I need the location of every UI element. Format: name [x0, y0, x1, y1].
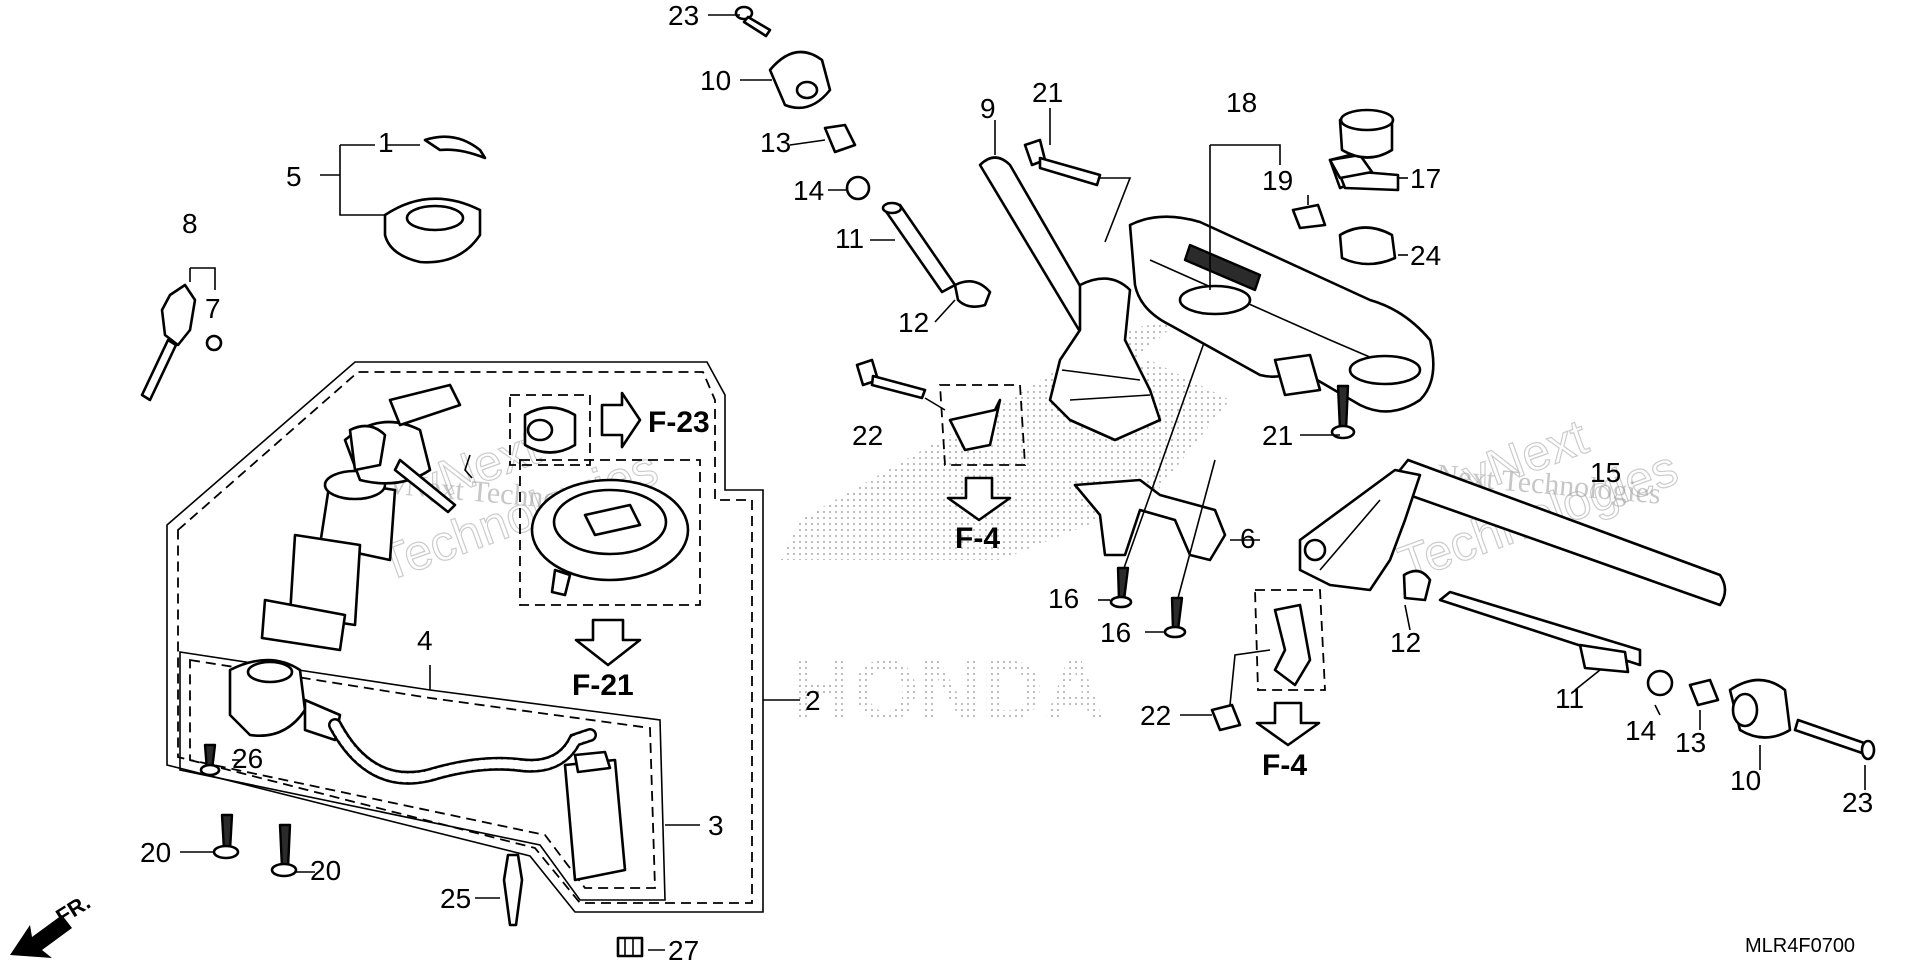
callout-7: 7 — [205, 293, 221, 324]
left-handlebar — [978, 156, 1162, 442]
steering-stem-parts — [734, 5, 992, 308]
key-set — [140, 267, 223, 402]
callout-8: 8 — [182, 208, 198, 239]
callout-18: 18 — [1226, 87, 1257, 118]
callout-20b: 20 — [310, 855, 341, 886]
ref-label-f4-left: F-4 — [955, 522, 1000, 555]
ref-group-f4-right: F-4 — [1210, 589, 1326, 782]
bolts-center — [855, 138, 1132, 400]
callout-17: 17 — [1410, 163, 1441, 194]
leader-lines — [180, 14, 1866, 951]
callout-labels: 1 2 3 4 5 6 7 8 9 10 10 11 11 12 12 13 1… — [140, 0, 1873, 960]
brand-wing-logo: HONDA — [780, 320, 1230, 739]
callout-5: 5 — [286, 161, 302, 192]
ref-label-f4-right: F-4 — [1262, 749, 1307, 782]
ignition-switch — [228, 383, 462, 742]
callout-12a: 12 — [898, 307, 929, 338]
right-stem-parts — [1402, 569, 1876, 761]
callout-16b: 16 — [1100, 617, 1131, 648]
callout-22a: 22 — [852, 420, 883, 451]
left-hardware — [199, 454, 644, 958]
callout-21b: 21 — [1262, 420, 1293, 451]
fuel-cap-group — [509, 394, 701, 606]
callout-11b: 11 — [1555, 683, 1584, 714]
mounting-brackets — [1073, 339, 1260, 639]
callout-3: 3 — [708, 810, 724, 841]
callout-1: 1 — [378, 127, 394, 158]
ref-label-f23: F-23 — [648, 406, 710, 439]
ref-group-f4-left: F-4 — [924, 384, 1026, 555]
callout-6: 6 — [1240, 523, 1256, 554]
callout-11a: 11 — [835, 223, 864, 254]
callout-25: 25 — [440, 883, 471, 914]
callout-14b: 14 — [1625, 715, 1656, 746]
callout-12b: 12 — [1390, 627, 1421, 658]
callout-10a: 10 — [700, 65, 731, 96]
callout-19: 19 — [1262, 165, 1293, 196]
top-bridge — [1128, 108, 1435, 440]
brand-logo-text: HONDA — [790, 643, 1105, 739]
ignition-assembly-outline — [166, 361, 800, 913]
key-cylinder-cover — [320, 135, 487, 264]
callout-13b: 13 — [1675, 727, 1706, 758]
front-direction-arrow: FR. — [10, 889, 95, 958]
callout-23a: 23 — [668, 0, 699, 31]
ref-arrow-f23: F-23 — [600, 391, 710, 449]
callout-26: 26 — [232, 743, 263, 774]
callout-24: 24 — [1410, 240, 1441, 271]
callout-22b: 22 — [1140, 700, 1171, 731]
right-handlebar — [1298, 458, 1727, 607]
callout-13a: 13 — [760, 127, 791, 158]
ref-label-f21: F-21 — [572, 669, 634, 702]
callout-27: 27 — [668, 935, 699, 960]
callout-15: 15 — [1590, 457, 1621, 488]
wire-harness — [328, 718, 627, 882]
callout-9: 9 — [980, 93, 996, 124]
callout-4: 4 — [417, 625, 433, 656]
ref-arrow-f21: F-21 — [572, 618, 642, 702]
callout-21a: 21 — [1032, 77, 1063, 108]
callout-14a: 14 — [793, 175, 824, 206]
callout-16a: 16 — [1048, 583, 1079, 614]
callout-23b: 23 — [1842, 787, 1873, 818]
callout-2: 2 — [805, 685, 821, 716]
callout-20a: 20 — [140, 837, 171, 868]
diagram-code: MLR4F0700 — [1745, 935, 1855, 957]
callout-10b: 10 — [1730, 765, 1761, 796]
